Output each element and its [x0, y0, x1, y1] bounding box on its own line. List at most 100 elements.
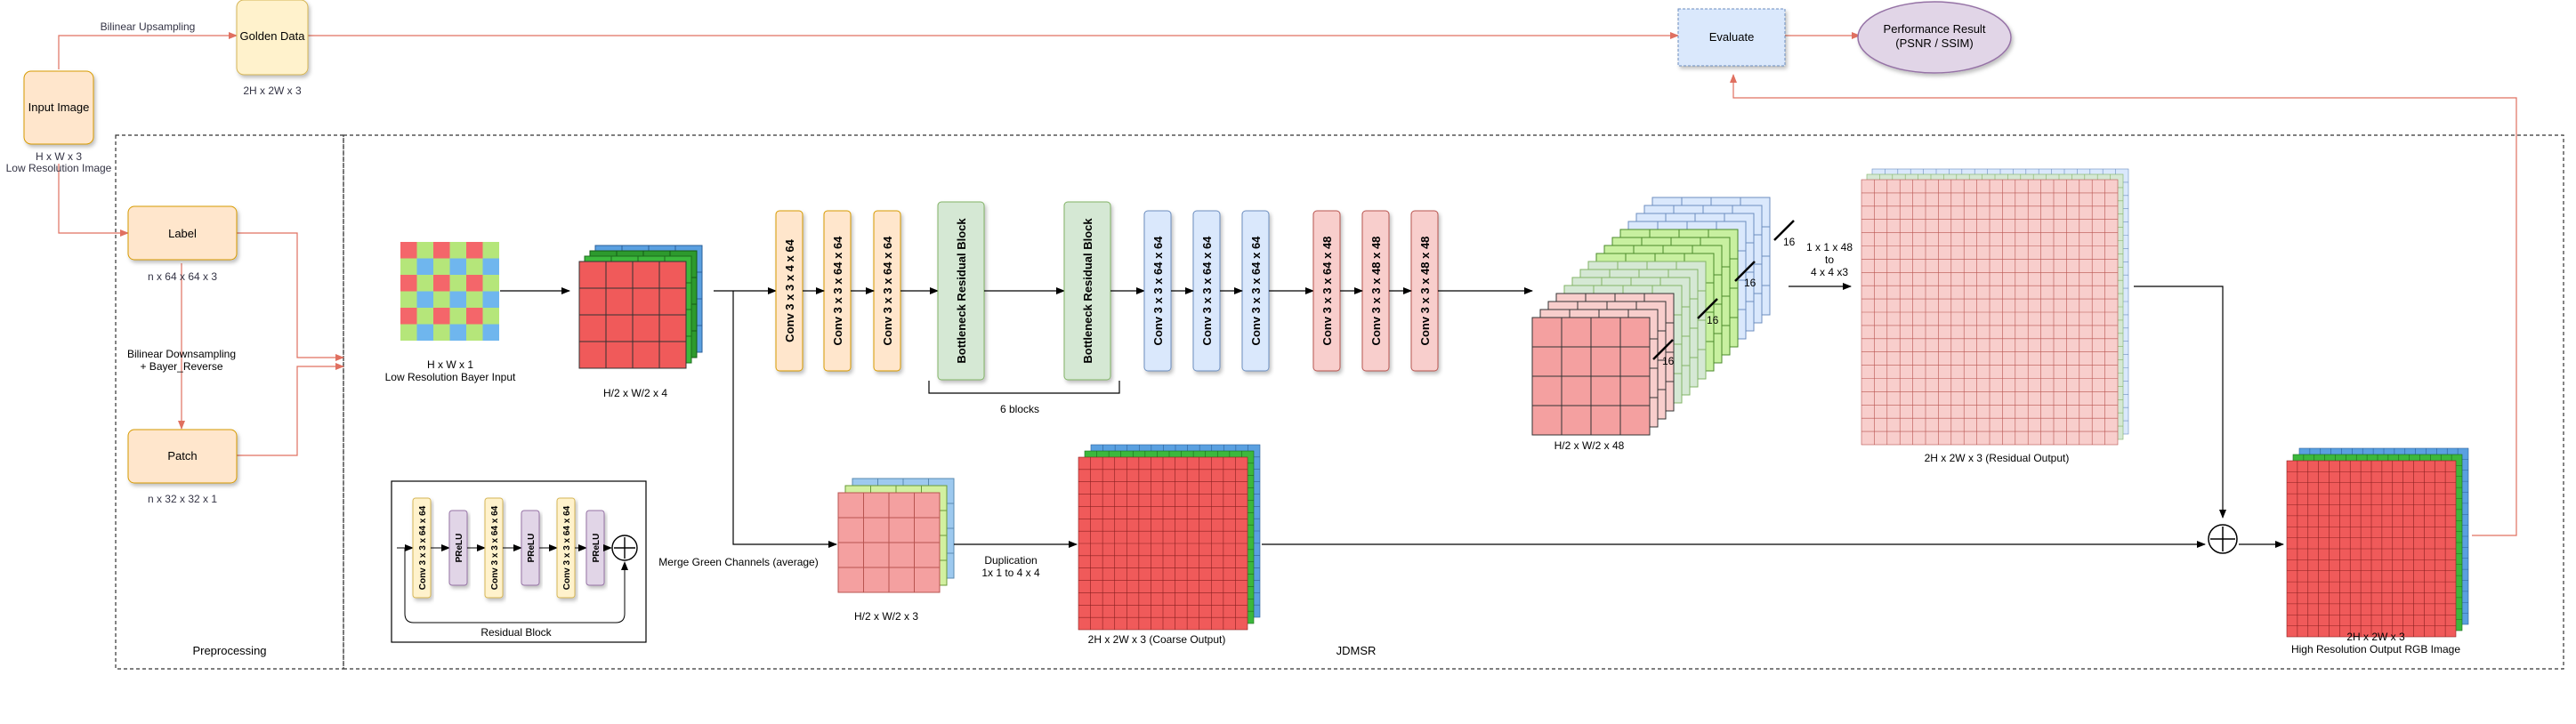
- bayer-cell: [482, 258, 499, 275]
- packed-dim: H/2 x W/2 x 4: [603, 387, 667, 399]
- rb-skip-connection: [404, 548, 628, 623]
- input-desc-label: Low Resolution Image: [6, 162, 112, 174]
- bayer-cell: [466, 324, 483, 341]
- six-blocks-label: 6 blocks: [1000, 403, 1039, 415]
- bayer-cell: [466, 275, 483, 292]
- conv-red-3-label: Conv 3 x 3 x 48 x 48: [1418, 237, 1432, 346]
- rb-conv-3-label: Conv 3 x 3 x 64 x 64: [562, 505, 572, 590]
- bayer-cell: [400, 258, 417, 275]
- bayer-cell: [416, 308, 433, 325]
- packed-layer-lines: [579, 261, 686, 368]
- merged-red-lines: [838, 493, 940, 592]
- stack-count-label: 16: [1783, 236, 1796, 248]
- bayer-cell: [449, 275, 466, 292]
- bayer-cell: [400, 275, 417, 292]
- pixel-shuffle-line3: 4 x 4 x3: [1811, 266, 1848, 278]
- bayer-cell: [466, 258, 483, 275]
- bayer-desc: Low Resolution Bayer Input: [385, 371, 516, 383]
- performance-result-ellipse: [1857, 1, 2012, 74]
- conv-blue-2-label: Conv 3 x 3 x 64 x 64: [1200, 236, 1214, 346]
- bayer-cell: [416, 242, 433, 259]
- bayer-cell: [466, 291, 483, 308]
- bayer-cell: [433, 275, 450, 292]
- label-box-text: Label: [168, 227, 197, 240]
- stack-count-mark: [1734, 261, 1756, 282]
- bayer-cell: [466, 242, 483, 259]
- label-box: [127, 205, 238, 261]
- preprocessing-label: Preprocessing: [192, 644, 266, 657]
- conv-layer-row: Conv 3 x 3 x 4 x 64 Conv 3 x 3 x 64 x 64 C…: [775, 201, 1533, 381]
- bottleneck-block-1-label: Bottleneck Residual Block: [955, 218, 968, 364]
- input-dim-label: H x W x 3: [36, 150, 82, 163]
- stack-count-mark: [1697, 298, 1718, 319]
- jdmsr-region: [343, 134, 2564, 670]
- input-image-label: Input Image: [28, 101, 90, 114]
- rb-prelu-2-label: PReLU: [527, 534, 537, 563]
- pixel-shuffle-line2: to: [1825, 253, 1834, 266]
- conv-orange-1-label: Conv 3 x 3 x 4 x 64: [783, 238, 796, 342]
- rb-conv-2-label: Conv 3 x 3 x 64 x 64: [490, 505, 500, 590]
- merge-green-label: Merge Green Channels (average): [658, 556, 818, 568]
- residual-block-title: Residual Block: [480, 626, 552, 639]
- bayer-cell: [433, 308, 450, 325]
- residual-output-label: 2H x 2W x 3 (Residual Output): [1925, 452, 2070, 464]
- residual-out-red-lines: [1861, 180, 2118, 445]
- stack-count-label: 16: [1662, 355, 1675, 367]
- bayer-cell: [482, 242, 499, 259]
- bayer-cell: [449, 242, 466, 259]
- feature-stack-48: 16 16 16 16: [1531, 197, 1796, 436]
- arrow-bilinear-up: [58, 32, 238, 69]
- evaluate-box: [1677, 8, 1786, 67]
- conv-orange-2-label: Conv 3 x 3 x 64 x 64: [831, 236, 844, 346]
- patch-dim: n x 32 x 32 x 1: [148, 493, 217, 505]
- rb-prelu-3-label: PReLU: [592, 534, 602, 563]
- stack-count-label: 16: [1707, 314, 1719, 326]
- stack-count-label: 16: [1744, 277, 1756, 289]
- final-red-lines: [2287, 461, 2456, 637]
- bayer-cell: [433, 242, 450, 259]
- conv-blue-1-label: Conv 3 x 3 x 64 x 64: [1151, 236, 1165, 346]
- residual-block-layers: Conv 3 x 3 x 64 x 64 PReLU Conv 3 x 3 x 64…: [397, 497, 638, 623]
- performance-line2: (PSNR / SSIM): [1895, 36, 1973, 50]
- final-desc: High Resolution Output RGB Image: [2291, 643, 2460, 656]
- add-node-cross: [2210, 527, 2235, 551]
- duplication-line2: 1x 1 to 4 x 4: [981, 567, 1040, 579]
- bayer-cell: [449, 324, 466, 341]
- stack-count-mark: [1652, 339, 1674, 360]
- rb-add-cross: [614, 537, 635, 559]
- bilinear-up-label: Bilinear Upsampling: [101, 20, 196, 33]
- arrow-input-label: [58, 164, 129, 237]
- bayer-cell: [433, 324, 450, 341]
- bayer-cell: [433, 291, 450, 308]
- conv-red-2-label: Conv 3 x 3 x 48 x 48: [1369, 237, 1383, 346]
- golden-dim-label: 2H x 2W x 3: [243, 84, 302, 97]
- coarse-output-grid: [1078, 444, 1261, 631]
- bayer-cell: [449, 308, 466, 325]
- stack-count-mark: [1773, 220, 1795, 241]
- golden-data-label: Golden Data: [240, 29, 306, 43]
- arrow-patch-jdmsr: [237, 363, 344, 456]
- conv-blue-3-label: Conv 3 x 3 x 64 x 64: [1249, 236, 1263, 346]
- stack-dim: H/2 x W/2 x 48: [1554, 439, 1625, 452]
- bayer-dim: H x W x 1: [427, 358, 473, 371]
- bayer-cell: [482, 308, 499, 325]
- bayer-cell: [400, 308, 417, 325]
- evaluate-label: Evaluate: [1709, 30, 1755, 44]
- bayer-cell: [400, 291, 417, 308]
- bayer-cell: [416, 275, 433, 292]
- bayer-cell: [482, 275, 499, 292]
- conv-orange-3-label: Conv 3 x 3 x 64 x 64: [881, 236, 894, 346]
- pixel-shuffle-line1: 1 x 1 x 48: [1806, 241, 1853, 253]
- duplication-line1: Duplication: [984, 554, 1037, 567]
- bayer-cell: [400, 242, 417, 259]
- merged-rgb-stack: [837, 478, 955, 593]
- arrow-merge-branch: [732, 291, 837, 548]
- bayer-cell: [416, 291, 433, 308]
- bayer-cell: [400, 324, 417, 341]
- bayer-cell: [482, 324, 499, 341]
- bayer-cell: [416, 324, 433, 341]
- six-blocks-bracket: [928, 381, 1120, 394]
- performance-line1: Performance Result: [1884, 22, 1986, 36]
